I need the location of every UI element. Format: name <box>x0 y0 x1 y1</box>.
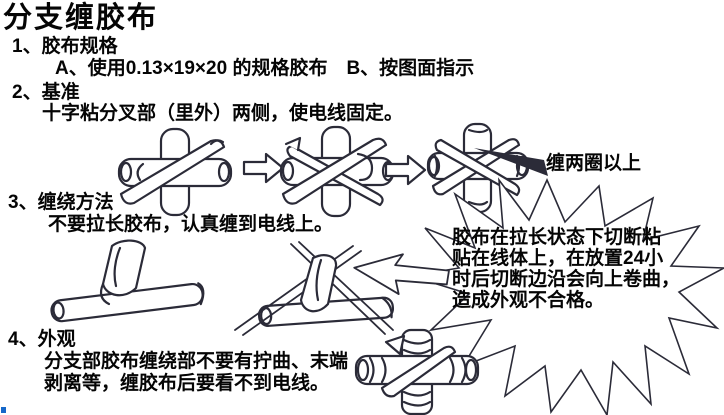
starburst-callout <box>395 177 724 415</box>
taped-cross-step1-icon <box>115 126 237 218</box>
section-3-label: 3、缠绕方法 <box>8 192 114 213</box>
leader-arrow-icon <box>474 142 548 178</box>
fully-wrapped-cross-icon <box>352 328 482 415</box>
arrow-right-icon <box>384 154 427 186</box>
page-title: 分支缠胶布 <box>3 2 159 34</box>
taped-cross-step2-icon <box>278 124 396 219</box>
warning-text: 胶布在拉长状态下切断粘 贴在线体上，在放置24小 时后切断边沿会向上卷曲， 造成… <box>452 227 681 311</box>
blue-corner-mark <box>1 407 6 413</box>
section-4-detail: 分支部胶布缠绕部不要有拧曲、末端 剥离等，缠胶布后要看不到电线。 <box>44 351 349 394</box>
section-2-label: 2、基准 <box>12 82 80 103</box>
section-1-label: 1、胶布规格 <box>12 36 118 57</box>
wrap-two-turns-note: 缠两圈以上 <box>546 153 642 174</box>
crossed-wires-tape-icon <box>233 241 398 337</box>
arrow-left-block-icon <box>347 242 453 303</box>
section-3-detail: 不要拉长胶布，认真缠到电线上。 <box>48 214 334 235</box>
section-1-detail: A、使用0.13×19×20 的规格胶布 B、按图面指示 <box>55 58 475 79</box>
tape-flag-on-wire-icon <box>48 239 213 325</box>
arrow-right-icon <box>242 152 285 184</box>
section-4-label: 4、外观 <box>8 329 76 350</box>
section-2-detail: 十字粘分叉部（里外）两侧，使电线固定。 <box>42 103 404 124</box>
starburst-shape-icon <box>410 177 724 415</box>
